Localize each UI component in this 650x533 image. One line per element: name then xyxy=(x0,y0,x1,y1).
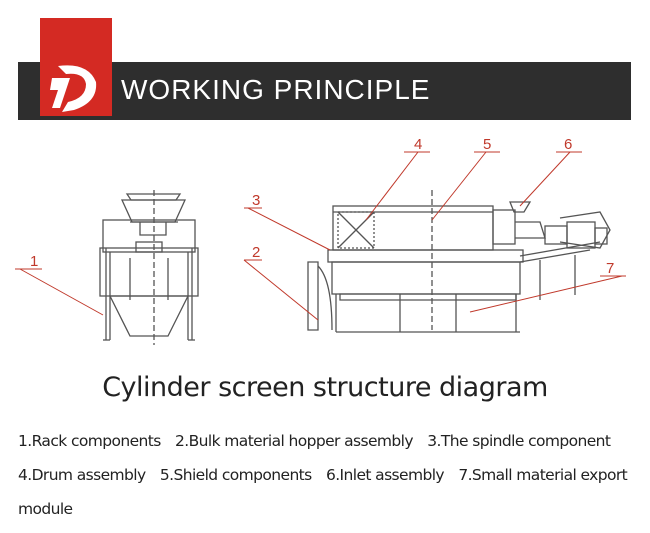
side-view-machine xyxy=(99,190,199,345)
callout-4: 4 xyxy=(414,136,422,153)
callout-5: 5 xyxy=(483,136,491,153)
leader-lines xyxy=(15,151,626,321)
legend-item: 5.Shield components xyxy=(159,466,312,484)
diagram-caption: Cylinder screen structure diagram xyxy=(102,372,548,403)
header-bar xyxy=(18,62,631,120)
legend-item: 3.The spindle component xyxy=(427,432,611,450)
brand-logo xyxy=(40,18,112,116)
callout-1: 1 xyxy=(30,253,38,270)
callout-3: 3 xyxy=(252,192,260,209)
legend-item: 2.Bulk material hopper assembly xyxy=(175,432,414,450)
component-legend: 1.Rack components 2.Bulk material hopper… xyxy=(18,424,633,526)
legend-item: 7.Small material export module xyxy=(18,466,628,518)
callout-2: 2 xyxy=(252,244,260,261)
callout-6: 6 xyxy=(564,136,572,153)
legend-item: 4.Drum assembly xyxy=(18,466,146,484)
front-view-machine xyxy=(307,190,611,333)
section-title: WORKING PRINCIPLE xyxy=(121,74,431,105)
logo-mark-icon xyxy=(50,65,97,112)
legend-item: 1.Rack components xyxy=(18,432,161,450)
callout-7: 7 xyxy=(606,260,614,277)
legend-item: 6.Inlet assembly xyxy=(325,466,445,484)
cylinder-screen-drawing: 1 2 3 4 5 6 7 xyxy=(15,136,626,345)
